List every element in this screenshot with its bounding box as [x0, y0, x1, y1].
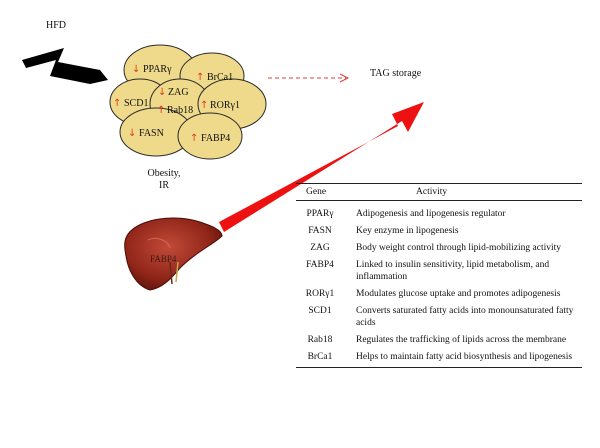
cell-label-rorg1: RORγ1: [210, 100, 240, 111]
row-activity: Key enzyme in lipogenesis: [356, 226, 459, 236]
hfd-label: HFD: [46, 20, 67, 31]
table-row: BrCa1 Helps to maintain fatty acid biosy…: [296, 351, 582, 363]
row-activity: Adipogenesis and lipogenesis regulator: [356, 209, 506, 219]
row-gene: Rab18: [307, 335, 333, 345]
cell-label-brca1: BrCa1: [207, 72, 233, 83]
row-activity: Regulates the trafficking of lipids acro…: [356, 335, 567, 345]
row-gene: PPARγ: [306, 209, 334, 219]
arrow-fasn: ↓: [128, 128, 136, 139]
liver-gene-label: FABP4: [150, 254, 177, 264]
arrow-scd1: ↑: [113, 98, 121, 109]
arrow-rorg1: ↑: [200, 100, 208, 111]
cell-fabp4: [177, 112, 243, 160]
dashed-arrow-head: [339, 73, 350, 83]
row-activity: Converts saturated fatty acids into mono…: [356, 306, 574, 328]
row-gene: BrCa1: [307, 352, 333, 362]
big-red-arrow: [219, 102, 424, 232]
row-gene: ZAG: [310, 243, 330, 253]
header-gene: Gene: [306, 187, 327, 197]
row-gene: FABP4: [306, 260, 334, 270]
table-bottom-rule: [296, 367, 582, 368]
row-gene: FASN: [308, 226, 332, 236]
table-row: FABP4 Linked to insulin sensitivity, lip…: [296, 259, 582, 283]
obesity-ir-label: Obesity, IR: [147, 168, 181, 191]
arrow-fabp4: ↑: [190, 133, 198, 144]
liver-illustration: [124, 217, 223, 291]
cell-label-fabp4: FABP4: [201, 133, 230, 144]
table-row: PPARγ Adipogenesis and lipogenesis regul…: [296, 208, 582, 220]
adipocyte-cluster: [109, 44, 267, 160]
header-activity: Activity: [416, 187, 448, 197]
table-row: Rab18 Regulates the trafficking of lipid…: [296, 334, 582, 346]
tag-storage-label: TAG storage: [370, 68, 422, 79]
row-gene: RORγ1: [305, 289, 335, 299]
table-row: SCD1 Converts saturated fatty acids into…: [296, 305, 582, 329]
gene-activity-table: Gene Activity PPARγ Adipogenesis and lip…: [296, 183, 582, 368]
table-header: Gene Activity: [296, 183, 582, 201]
row-activity: Modulates glucose uptake and promotes ad…: [356, 289, 561, 299]
cell-label-rab18: Rab18: [167, 105, 193, 116]
row-activity: Body weight control through lipid-mobili…: [356, 243, 562, 253]
arrow-rab18: ↑: [157, 105, 165, 116]
lightning-bolt-icon: [22, 48, 108, 84]
cell-label-fasn: FASN: [139, 128, 164, 139]
arrow-zag: ↓: [158, 87, 166, 98]
cell-label-zag: ZAG: [168, 87, 189, 98]
arrow-pparg: ↓: [132, 64, 140, 75]
table-row: ZAG Body weight control through lipid-mo…: [296, 242, 582, 254]
table-row: RORγ1 Modulates glucose uptake and promo…: [296, 288, 582, 300]
row-activity: Helps to maintain fatty acid biosynthesi…: [356, 352, 573, 362]
cell-label-pparg: PPARγ: [143, 64, 172, 75]
cell-labels: ↓ PPARγ ↑ BrCa1 ↓ ZAG ↑ SCD1 ↑ Rab18 ↑ R…: [113, 64, 240, 144]
cell-label-scd1: SCD1: [124, 98, 148, 109]
arrow-brca1: ↑: [196, 72, 204, 83]
row-activity: Linked to insulin sensitivity, lipid met…: [356, 260, 550, 282]
table-row: FASN Key enzyme in lipogenesis: [296, 225, 582, 237]
row-gene: SCD1: [308, 306, 332, 316]
